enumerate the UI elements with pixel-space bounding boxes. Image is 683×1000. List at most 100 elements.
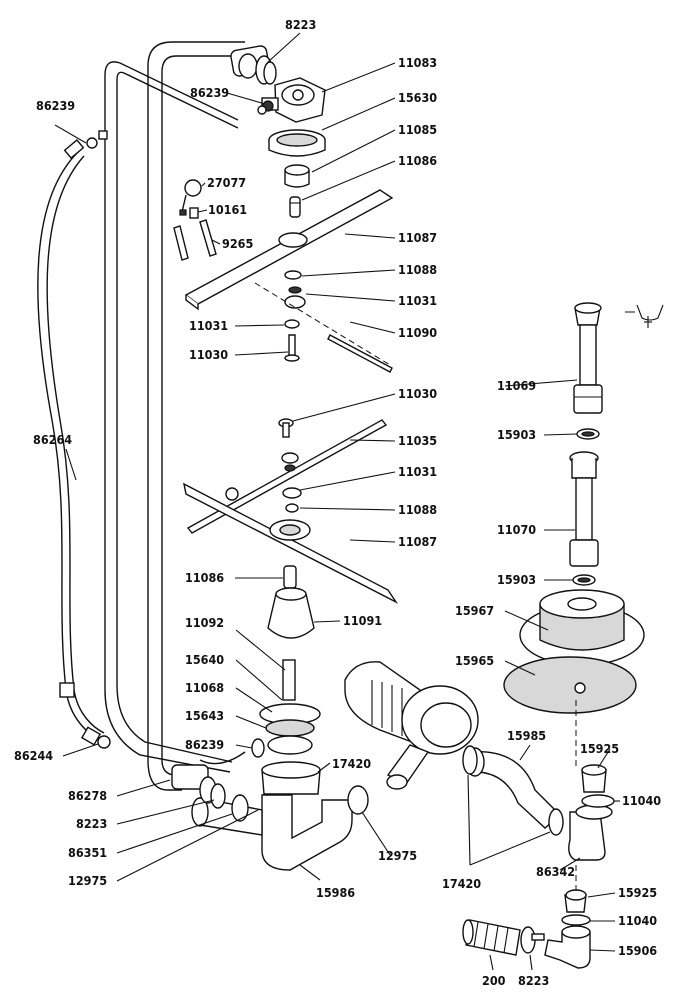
cap-11030 xyxy=(278,418,294,438)
part-label: 11085 xyxy=(398,122,437,137)
ring-15903-b xyxy=(572,574,596,586)
bearing-ring-15630 xyxy=(268,129,326,157)
part-label: 11088 xyxy=(398,262,437,277)
nozzle-11086-top xyxy=(289,196,301,218)
part-label: 15643 xyxy=(185,708,224,723)
part-label: 11040 xyxy=(622,793,661,808)
part-label: 11069 xyxy=(497,378,536,393)
tube-11069 xyxy=(573,302,603,414)
part-label: 11030 xyxy=(398,386,437,401)
part-label: 8223 xyxy=(76,816,107,831)
part-label: 15985 xyxy=(507,728,546,743)
part-label: 11070 xyxy=(497,522,536,537)
part-label: 86342 xyxy=(536,864,575,879)
part-label: 15906 xyxy=(618,943,657,958)
drain-hose-15985 xyxy=(465,747,562,829)
clamps-8223-86351 xyxy=(210,783,249,822)
part-label: 86278 xyxy=(68,788,107,803)
clamp-17420-right xyxy=(462,745,564,836)
part-label: 11088 xyxy=(398,502,437,517)
lower-spray-arm xyxy=(183,482,399,604)
oring-11040-b xyxy=(561,914,591,926)
rod-11035 xyxy=(186,419,388,534)
part-label: 11068 xyxy=(185,680,224,695)
distributor-housing xyxy=(261,77,326,123)
nozzle-11086-mid xyxy=(283,565,297,589)
part-label: 17420 xyxy=(332,756,371,771)
ring-15903-a xyxy=(576,428,600,440)
part-label: 86239 xyxy=(185,737,224,752)
impeller-11091 xyxy=(267,587,315,639)
part-label: 15925 xyxy=(580,741,619,756)
part-label: 15640 xyxy=(185,652,224,667)
clamp-8223-bottom xyxy=(520,926,545,954)
part-label: 15630 xyxy=(398,90,437,105)
small-seal-86239-top xyxy=(257,100,274,115)
part-label: 86239 xyxy=(190,85,229,100)
part-label: 17420 xyxy=(442,876,481,891)
part-label: 11092 xyxy=(185,615,224,630)
part-label: 15903 xyxy=(497,427,536,442)
hose-stub-86278 xyxy=(171,764,217,804)
part-label: 11091 xyxy=(343,613,382,628)
part-label: 11083 xyxy=(398,55,437,70)
tube-11070 xyxy=(569,451,599,567)
axle-11090 xyxy=(254,282,393,373)
shaft-11092 xyxy=(282,659,296,701)
supply-pipe-inner xyxy=(104,61,239,773)
part-label: 86264 xyxy=(33,432,72,447)
part-label: 11030 xyxy=(189,347,228,362)
part-label: 15965 xyxy=(455,653,494,668)
oring-11040-a xyxy=(581,794,615,808)
part-label: 10161 xyxy=(208,202,247,217)
cap-15925-a xyxy=(581,764,607,793)
part-label: 11031 xyxy=(398,464,437,479)
part-label: 86351 xyxy=(68,845,107,860)
part-label: 9265 xyxy=(222,236,253,251)
pump-housing-17420 xyxy=(261,761,321,795)
seal-stack-15640-15643 xyxy=(259,703,321,755)
fine-filter-15965 xyxy=(503,656,637,714)
filter-ball-27077 xyxy=(181,179,202,213)
part-label: 11086 xyxy=(185,570,224,585)
part-label: 15903 xyxy=(497,572,536,587)
hose-clamp-top xyxy=(255,55,277,85)
washers-upper-stack xyxy=(284,270,306,362)
part-label: 11087 xyxy=(398,230,437,245)
part-label: 27077 xyxy=(207,175,246,190)
part-label: 11086 xyxy=(398,153,437,168)
part-label: 8223 xyxy=(518,973,549,988)
part-label: 15925 xyxy=(618,885,657,900)
part-label: 11040 xyxy=(618,913,657,928)
coarse-filter-15967 xyxy=(519,589,645,666)
clamp-12975 xyxy=(347,785,369,815)
drain-pump-motor xyxy=(344,661,479,755)
cap-15925-b xyxy=(564,889,587,913)
part-label: 11087 xyxy=(398,534,437,549)
tube-9265 xyxy=(173,219,217,261)
fill-symbol-icon xyxy=(625,304,664,328)
part-label: 15967 xyxy=(455,603,494,618)
part-label: 11035 xyxy=(398,433,437,448)
drain-pipe-stub xyxy=(386,744,430,790)
part-label: 11031 xyxy=(398,293,437,308)
leader-lines xyxy=(54,32,620,971)
hose-200 xyxy=(462,919,521,956)
elbow-15906 xyxy=(544,925,591,969)
bushing-11085 xyxy=(284,164,310,188)
part-label: 11031 xyxy=(189,318,228,333)
upper-spray-arm xyxy=(184,189,394,311)
flexible-hose xyxy=(37,139,105,746)
part-label: 11090 xyxy=(398,325,437,340)
supply-pipe-outer xyxy=(147,41,245,791)
part-label: 15986 xyxy=(316,885,355,900)
washers-middle-stack xyxy=(281,452,302,513)
part-label: 200 xyxy=(482,973,506,988)
part-label: 12975 xyxy=(378,848,417,863)
part-label: 8223 xyxy=(285,17,316,32)
hose-end-fitting xyxy=(86,130,111,749)
clip-10161 xyxy=(179,207,199,219)
part-label: 86244 xyxy=(14,748,53,763)
elbow-86342 xyxy=(568,804,613,861)
